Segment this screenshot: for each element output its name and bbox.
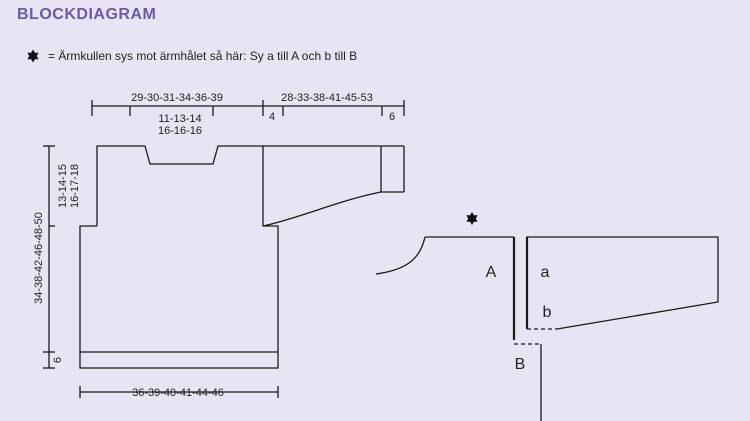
label-armhole-depth-2: 16-17-18 <box>69 164 81 208</box>
label-b: b <box>543 304 552 321</box>
label-B: B <box>515 356 526 373</box>
label-a: a <box>541 264 550 281</box>
label-rib-height: 6 <box>52 357 64 363</box>
label-shoulder-gap: 4 <box>269 111 275 123</box>
bottom-dimension-line <box>79 386 279 398</box>
label-neck-width-2: 16-16-16 <box>158 125 202 137</box>
label-cuff-width: 6 <box>389 111 395 123</box>
sleeve-cap-detail <box>375 236 719 421</box>
left-dimension-line <box>43 145 55 369</box>
label-total-length: 34-38-42-46-48-50 <box>33 212 45 304</box>
diagram-title: BLOCKDIAGRAM <box>17 6 157 23</box>
top-dimension-line <box>91 100 405 116</box>
label-top-body-width: 29-30-31-34-36-39 <box>131 92 223 104</box>
label-A: A <box>486 264 497 281</box>
label-bottom-width: 36-39-40-41-44-46 <box>132 387 224 399</box>
legend-text: = Ärmkullen sys mot ärmhålet så här: Sy … <box>48 49 358 63</box>
label-armhole-depth-1: 13-14-15 <box>57 164 69 208</box>
star-icon <box>27 49 39 63</box>
label-neck-width-1: 11-13-14 <box>158 113 201 125</box>
sleeve-piece <box>262 145 405 227</box>
body-piece <box>79 145 279 369</box>
label-sleeve-length: 28-33-38-41-45-53 <box>281 92 373 104</box>
legend: = Ärmkullen sys mot ärmhålet så här: Sy … <box>26 49 357 63</box>
star-icon <box>466 212 478 225</box>
